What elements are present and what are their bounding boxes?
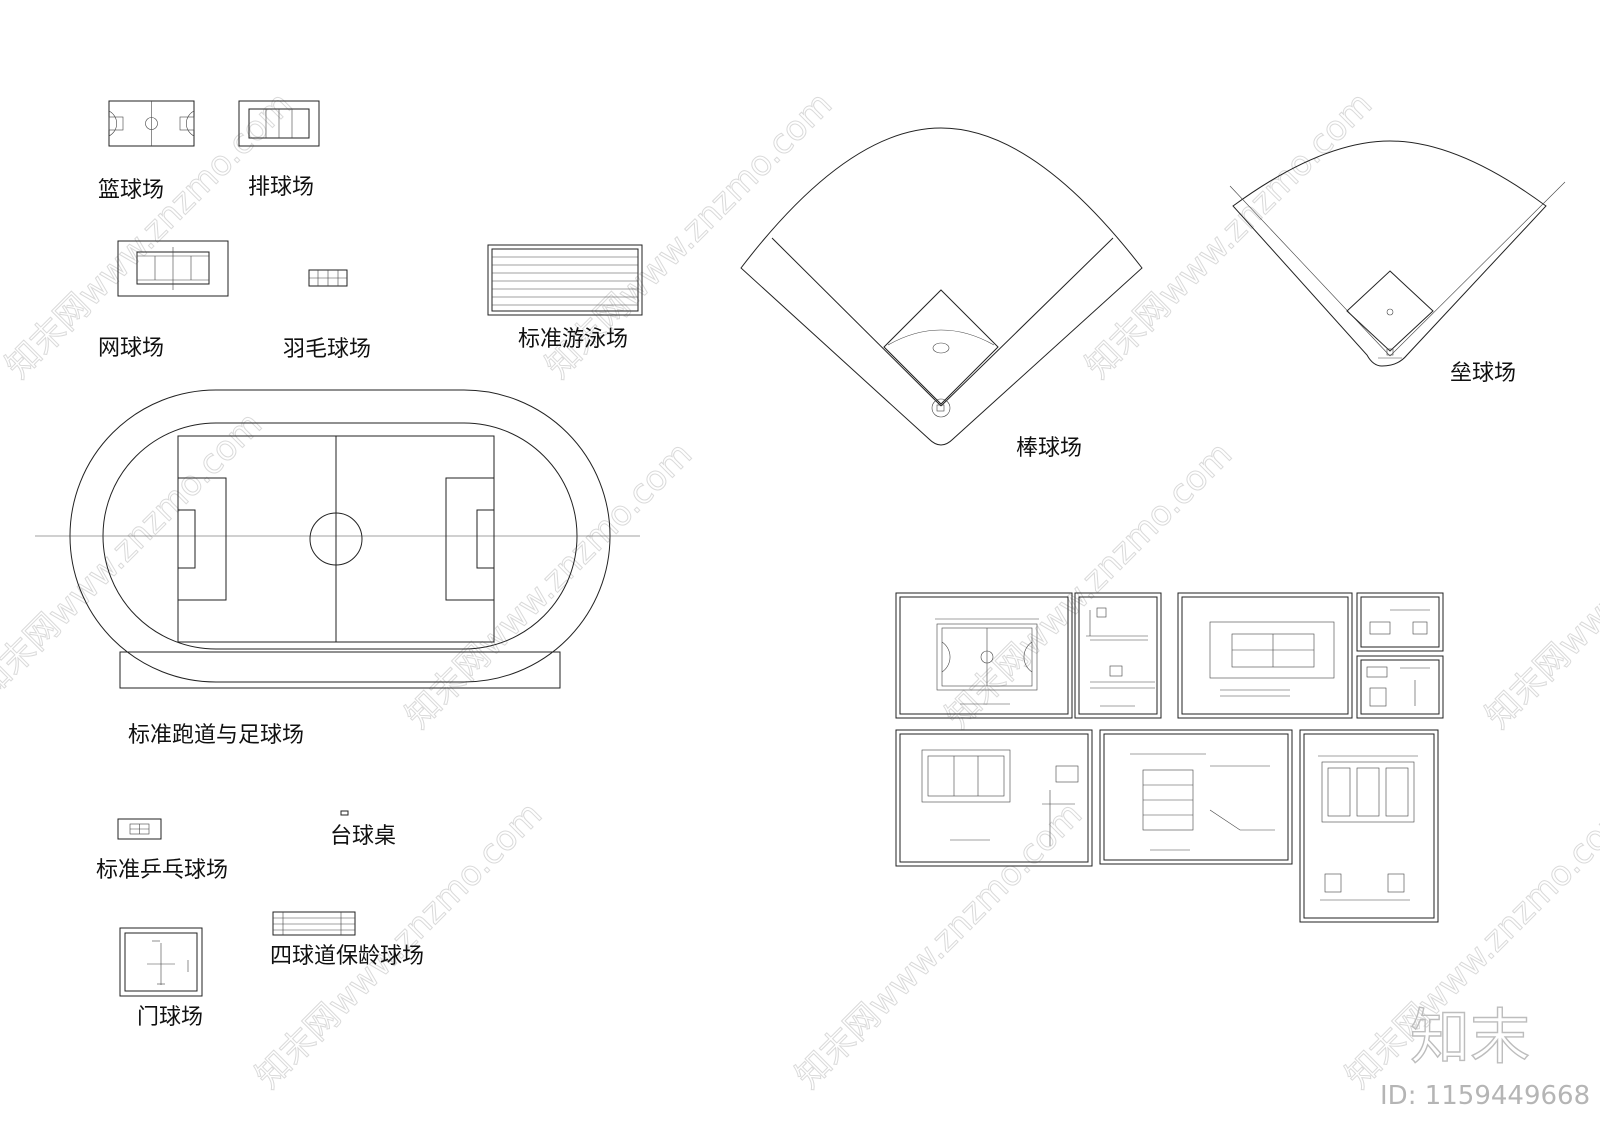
billiards-table-drawing bbox=[340, 810, 349, 816]
gateball-court-drawing bbox=[119, 927, 203, 997]
brand-logo: 知末 bbox=[1410, 1003, 1530, 1073]
watermark-text: 知末网www.znzmo.com bbox=[1078, 84, 1380, 386]
watermark-text: 知末网www.znzmo.com bbox=[398, 434, 700, 736]
bowling-label: 四球道保龄球场 bbox=[270, 944, 424, 969]
baseball-label: 棒球场 bbox=[1016, 436, 1082, 461]
detail-sheet-small-a bbox=[1356, 592, 1444, 652]
billiards-label: 台球桌 bbox=[330, 824, 396, 849]
table-tennis-label: 标准乒乓球场 bbox=[96, 858, 228, 883]
tennis-court-drawing bbox=[117, 240, 229, 297]
watermark-text: 知末网www.znzmo.com bbox=[938, 434, 1240, 736]
watermark-text: 知末网www.znzmo.com bbox=[1478, 434, 1600, 736]
detail-sheet-court-plan bbox=[1177, 592, 1353, 719]
baseball-field-drawing bbox=[740, 127, 1143, 446]
detail-sheet-court-details bbox=[895, 729, 1093, 867]
detail-sheets-group bbox=[895, 592, 1444, 923]
brand-watermark: 知末 ID: 1159449668 bbox=[1380, 1002, 1590, 1111]
badminton-label: 羽毛球场 bbox=[283, 337, 371, 362]
softball-field-drawing bbox=[1229, 140, 1566, 367]
watermark-layer: 知末网www.znzmo.com 知末网www.znzmo.com 知末网www… bbox=[0, 84, 1600, 1097]
softball-label: 垒球场 bbox=[1450, 361, 1516, 386]
table-tennis-drawing bbox=[117, 818, 162, 840]
image-id-text: ID: 1159449668 bbox=[1380, 1081, 1590, 1111]
basketball-label: 篮球场 bbox=[98, 178, 164, 203]
swimming-pool-drawing bbox=[487, 244, 643, 316]
track-and-football-field-drawing bbox=[35, 389, 640, 689]
detail-sheet-basketball bbox=[895, 592, 1073, 719]
detail-sheet-volleyball bbox=[1099, 729, 1293, 865]
basketball-court-drawing bbox=[108, 100, 195, 147]
track-label: 标准跑道与足球场 bbox=[128, 723, 304, 748]
watermark-text: 知末网www.znzmo.com bbox=[788, 794, 1090, 1096]
tennis-label: 网球场 bbox=[98, 336, 164, 361]
detail-sheet-small-b bbox=[1356, 655, 1444, 719]
detail-sheet-basket-stand bbox=[1074, 592, 1162, 719]
bowling-lanes-drawing bbox=[272, 911, 356, 936]
volleyball-label: 排球场 bbox=[248, 175, 314, 200]
detail-sheet-badminton bbox=[1299, 729, 1439, 923]
gateball-label: 门球场 bbox=[137, 1005, 203, 1030]
volleyball-court-drawing bbox=[238, 100, 320, 147]
pool-label: 标准游泳场 bbox=[518, 327, 628, 352]
watermark-text: 知末网www.znzmo.com bbox=[0, 404, 270, 706]
badminton-court-drawing bbox=[308, 269, 348, 287]
